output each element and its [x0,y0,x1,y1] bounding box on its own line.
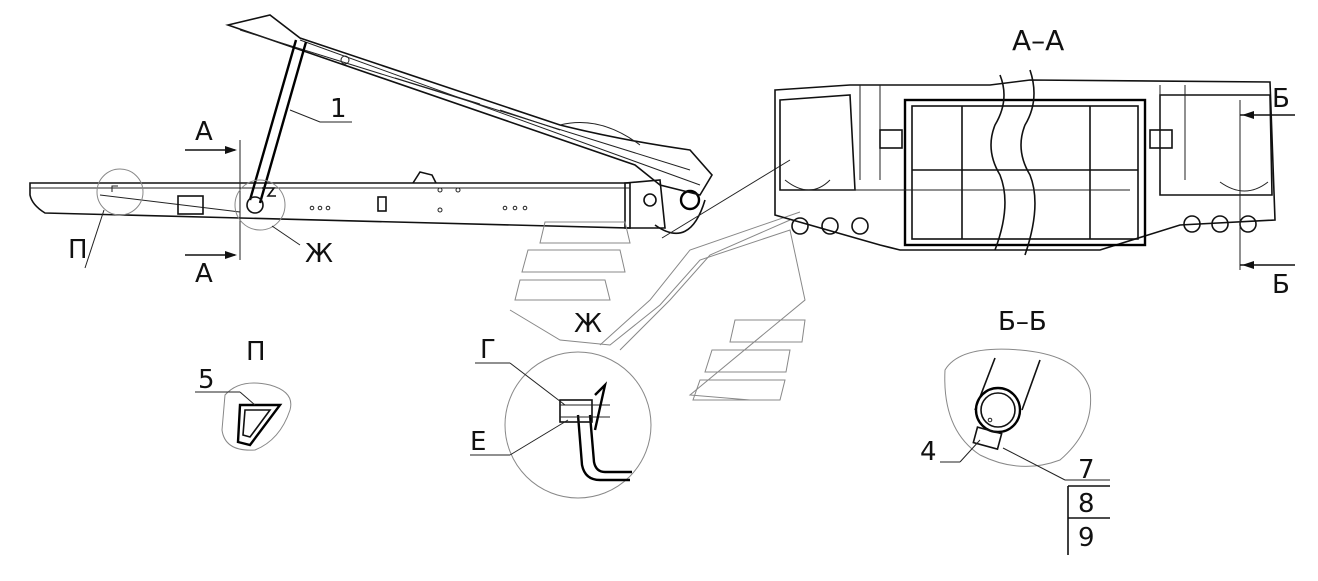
section-bb-view [940,348,1110,555]
callout-8: 8 [1078,489,1095,519]
callout-5: 5 [198,365,215,395]
leader-1 [289,109,352,123]
view-zh-title: Ж [574,309,602,339]
callout-7: 7 [1078,455,1095,485]
support-strut [246,39,308,214]
bolts-left [791,217,869,235]
view-zh-circle [234,179,301,246]
callout-e: Е [470,427,486,457]
view-p-marker: П [68,235,88,265]
cut-a-top-label: А [195,117,213,147]
detail-p [195,382,292,451]
callout-9: 9 [1078,523,1095,553]
detail-zh [470,351,652,499]
ghost-steps [509,159,806,401]
view-p-title: П [246,337,266,367]
cut-a-bottom-label: А [195,259,213,289]
callout-g: Г [480,335,496,365]
cut-line-a [185,140,241,260]
tipping-body [225,14,713,196]
section-aa-title: А–А [1012,24,1064,57]
view-zh-marker: Ж [305,239,333,269]
cut-line-b [1239,100,1295,270]
cut-b-bottom-label: Б [1272,270,1290,300]
view-p-circle [84,168,144,269]
section-aa-view [774,69,1276,256]
section-bb-title: Б–Б [998,307,1047,337]
frame-beam [29,171,706,235]
cut-b-top-label: Б [1272,84,1290,114]
callout-1: 1 [330,94,347,124]
callout-4: 4 [920,437,937,467]
